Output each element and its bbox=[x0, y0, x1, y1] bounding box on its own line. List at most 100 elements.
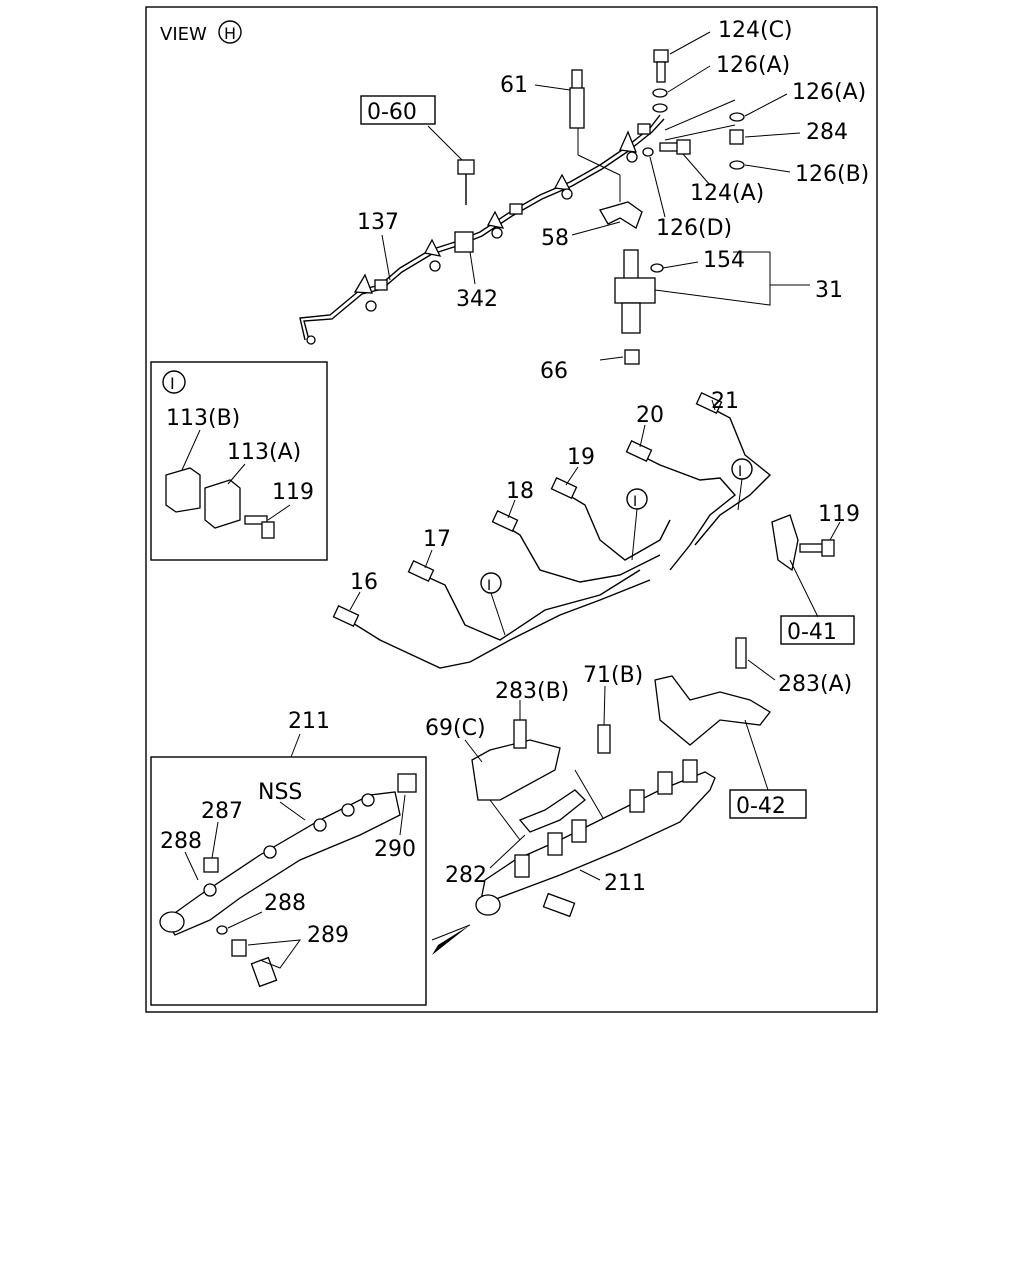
leader-line bbox=[664, 124, 736, 141]
label-154: 154 bbox=[703, 248, 745, 273]
label-124a: 124(A) bbox=[690, 181, 764, 206]
bolt-124a-head bbox=[676, 139, 691, 155]
label-282: 282 bbox=[445, 863, 487, 888]
injection-pipe-18 bbox=[495, 519, 661, 583]
rail-port bbox=[657, 771, 673, 795]
bolt-119 bbox=[799, 543, 825, 553]
leader-line bbox=[744, 132, 801, 138]
leader-line-289 bbox=[247, 939, 302, 969]
leader-line bbox=[789, 559, 819, 618]
leader-line bbox=[565, 466, 579, 486]
leader-line bbox=[711, 399, 716, 411]
bracket-58 bbox=[599, 201, 643, 229]
leader-line bbox=[399, 794, 406, 836]
bolt-124c-head bbox=[653, 49, 669, 63]
leader-line bbox=[290, 733, 301, 758]
ref-0-41: 0-41 bbox=[787, 620, 837, 645]
injector-top bbox=[623, 249, 639, 281]
leader-line bbox=[489, 799, 521, 841]
pipe-bracket bbox=[619, 130, 638, 153]
stud-61-body bbox=[569, 87, 585, 129]
leader-line bbox=[662, 261, 699, 269]
rail-port bbox=[682, 759, 698, 783]
leader-line bbox=[737, 478, 743, 511]
label-126b: 126(B) bbox=[795, 162, 869, 187]
leader-line bbox=[227, 463, 246, 485]
bolt-71b bbox=[597, 724, 611, 754]
rail-sensor bbox=[542, 892, 576, 918]
label-287: 287 bbox=[201, 799, 243, 824]
label-61: 61 bbox=[500, 73, 528, 98]
ref-0-42: 0-42 bbox=[736, 794, 786, 819]
pipe-joint bbox=[637, 123, 651, 135]
pipe-bracket bbox=[424, 238, 442, 257]
washer-126a bbox=[652, 103, 668, 113]
leader-line bbox=[534, 84, 571, 91]
pipe-bracket bbox=[487, 210, 505, 229]
banjo-bolt bbox=[365, 300, 377, 312]
washer-126a bbox=[652, 88, 668, 98]
valve-289 bbox=[231, 939, 247, 957]
washer-126d bbox=[642, 147, 654, 157]
banjo-bolt bbox=[626, 151, 638, 163]
ref-0-60: 0-60 bbox=[367, 100, 417, 125]
leader-line bbox=[211, 821, 219, 859]
label-31: 31 bbox=[815, 278, 843, 303]
clamp-marker-i-text: I bbox=[633, 494, 637, 510]
view-label: VIEW bbox=[160, 24, 207, 45]
injection-pipe-19 bbox=[554, 486, 671, 561]
leader-line bbox=[669, 31, 711, 55]
label-211-top: 211 bbox=[288, 709, 330, 734]
label-126a-1: 126(A) bbox=[716, 53, 790, 78]
ref-box-0-41 bbox=[780, 615, 855, 645]
leader-line bbox=[649, 156, 666, 218]
bracket-0-41 bbox=[771, 514, 799, 572]
bolt-119-head bbox=[821, 539, 835, 557]
leader-line bbox=[464, 739, 483, 763]
label-289: 289 bbox=[307, 923, 349, 948]
rail-bracket bbox=[654, 675, 771, 746]
washer-126b bbox=[729, 160, 745, 170]
leader-line bbox=[181, 429, 201, 471]
leader-line bbox=[682, 153, 711, 186]
label-137: 137 bbox=[357, 210, 399, 235]
label-211-main: 211 bbox=[604, 871, 646, 896]
rail-port bbox=[514, 854, 530, 878]
injector-nozzle bbox=[621, 302, 641, 334]
leader-line bbox=[490, 592, 506, 636]
label-119-inset: 119 bbox=[272, 480, 314, 505]
leader-line bbox=[349, 591, 361, 611]
diagram-frame bbox=[145, 6, 878, 1013]
leader-line bbox=[381, 234, 391, 281]
label-288-2: 288 bbox=[264, 891, 306, 916]
fitting-290 bbox=[397, 773, 417, 793]
label-69c: 69(C) bbox=[425, 716, 486, 741]
leader-line bbox=[744, 719, 769, 791]
view-marker: H bbox=[224, 24, 236, 43]
view-arrow-line bbox=[431, 924, 471, 941]
label-283a: 283(A) bbox=[778, 672, 852, 697]
pipe-nut-18 bbox=[491, 510, 519, 532]
injection-pipe-16 bbox=[339, 579, 651, 669]
label-71b: 71(B) bbox=[583, 663, 643, 688]
leader-line bbox=[227, 911, 263, 929]
pipe-nut-19 bbox=[550, 477, 578, 499]
label-119: 119 bbox=[818, 502, 860, 527]
pipe-nut-20 bbox=[625, 440, 653, 462]
pipe-bracket bbox=[553, 173, 572, 191]
rail-port bbox=[547, 832, 563, 856]
label-126d: 126(D) bbox=[656, 216, 732, 241]
pipe-joint bbox=[509, 203, 523, 215]
rail-end-fitting bbox=[475, 894, 501, 916]
valve-289-body bbox=[250, 956, 278, 988]
clamp-marker-i-text: I bbox=[487, 578, 491, 594]
leader-line bbox=[744, 93, 788, 117]
label-113a: 113(A) bbox=[227, 440, 301, 465]
rail-port bbox=[571, 819, 587, 843]
label-16: 16 bbox=[350, 570, 378, 595]
leader-line bbox=[579, 869, 601, 881]
pipe-nut-17 bbox=[407, 560, 435, 582]
pipe-nut-21 bbox=[695, 392, 723, 414]
leader-line bbox=[279, 801, 306, 821]
